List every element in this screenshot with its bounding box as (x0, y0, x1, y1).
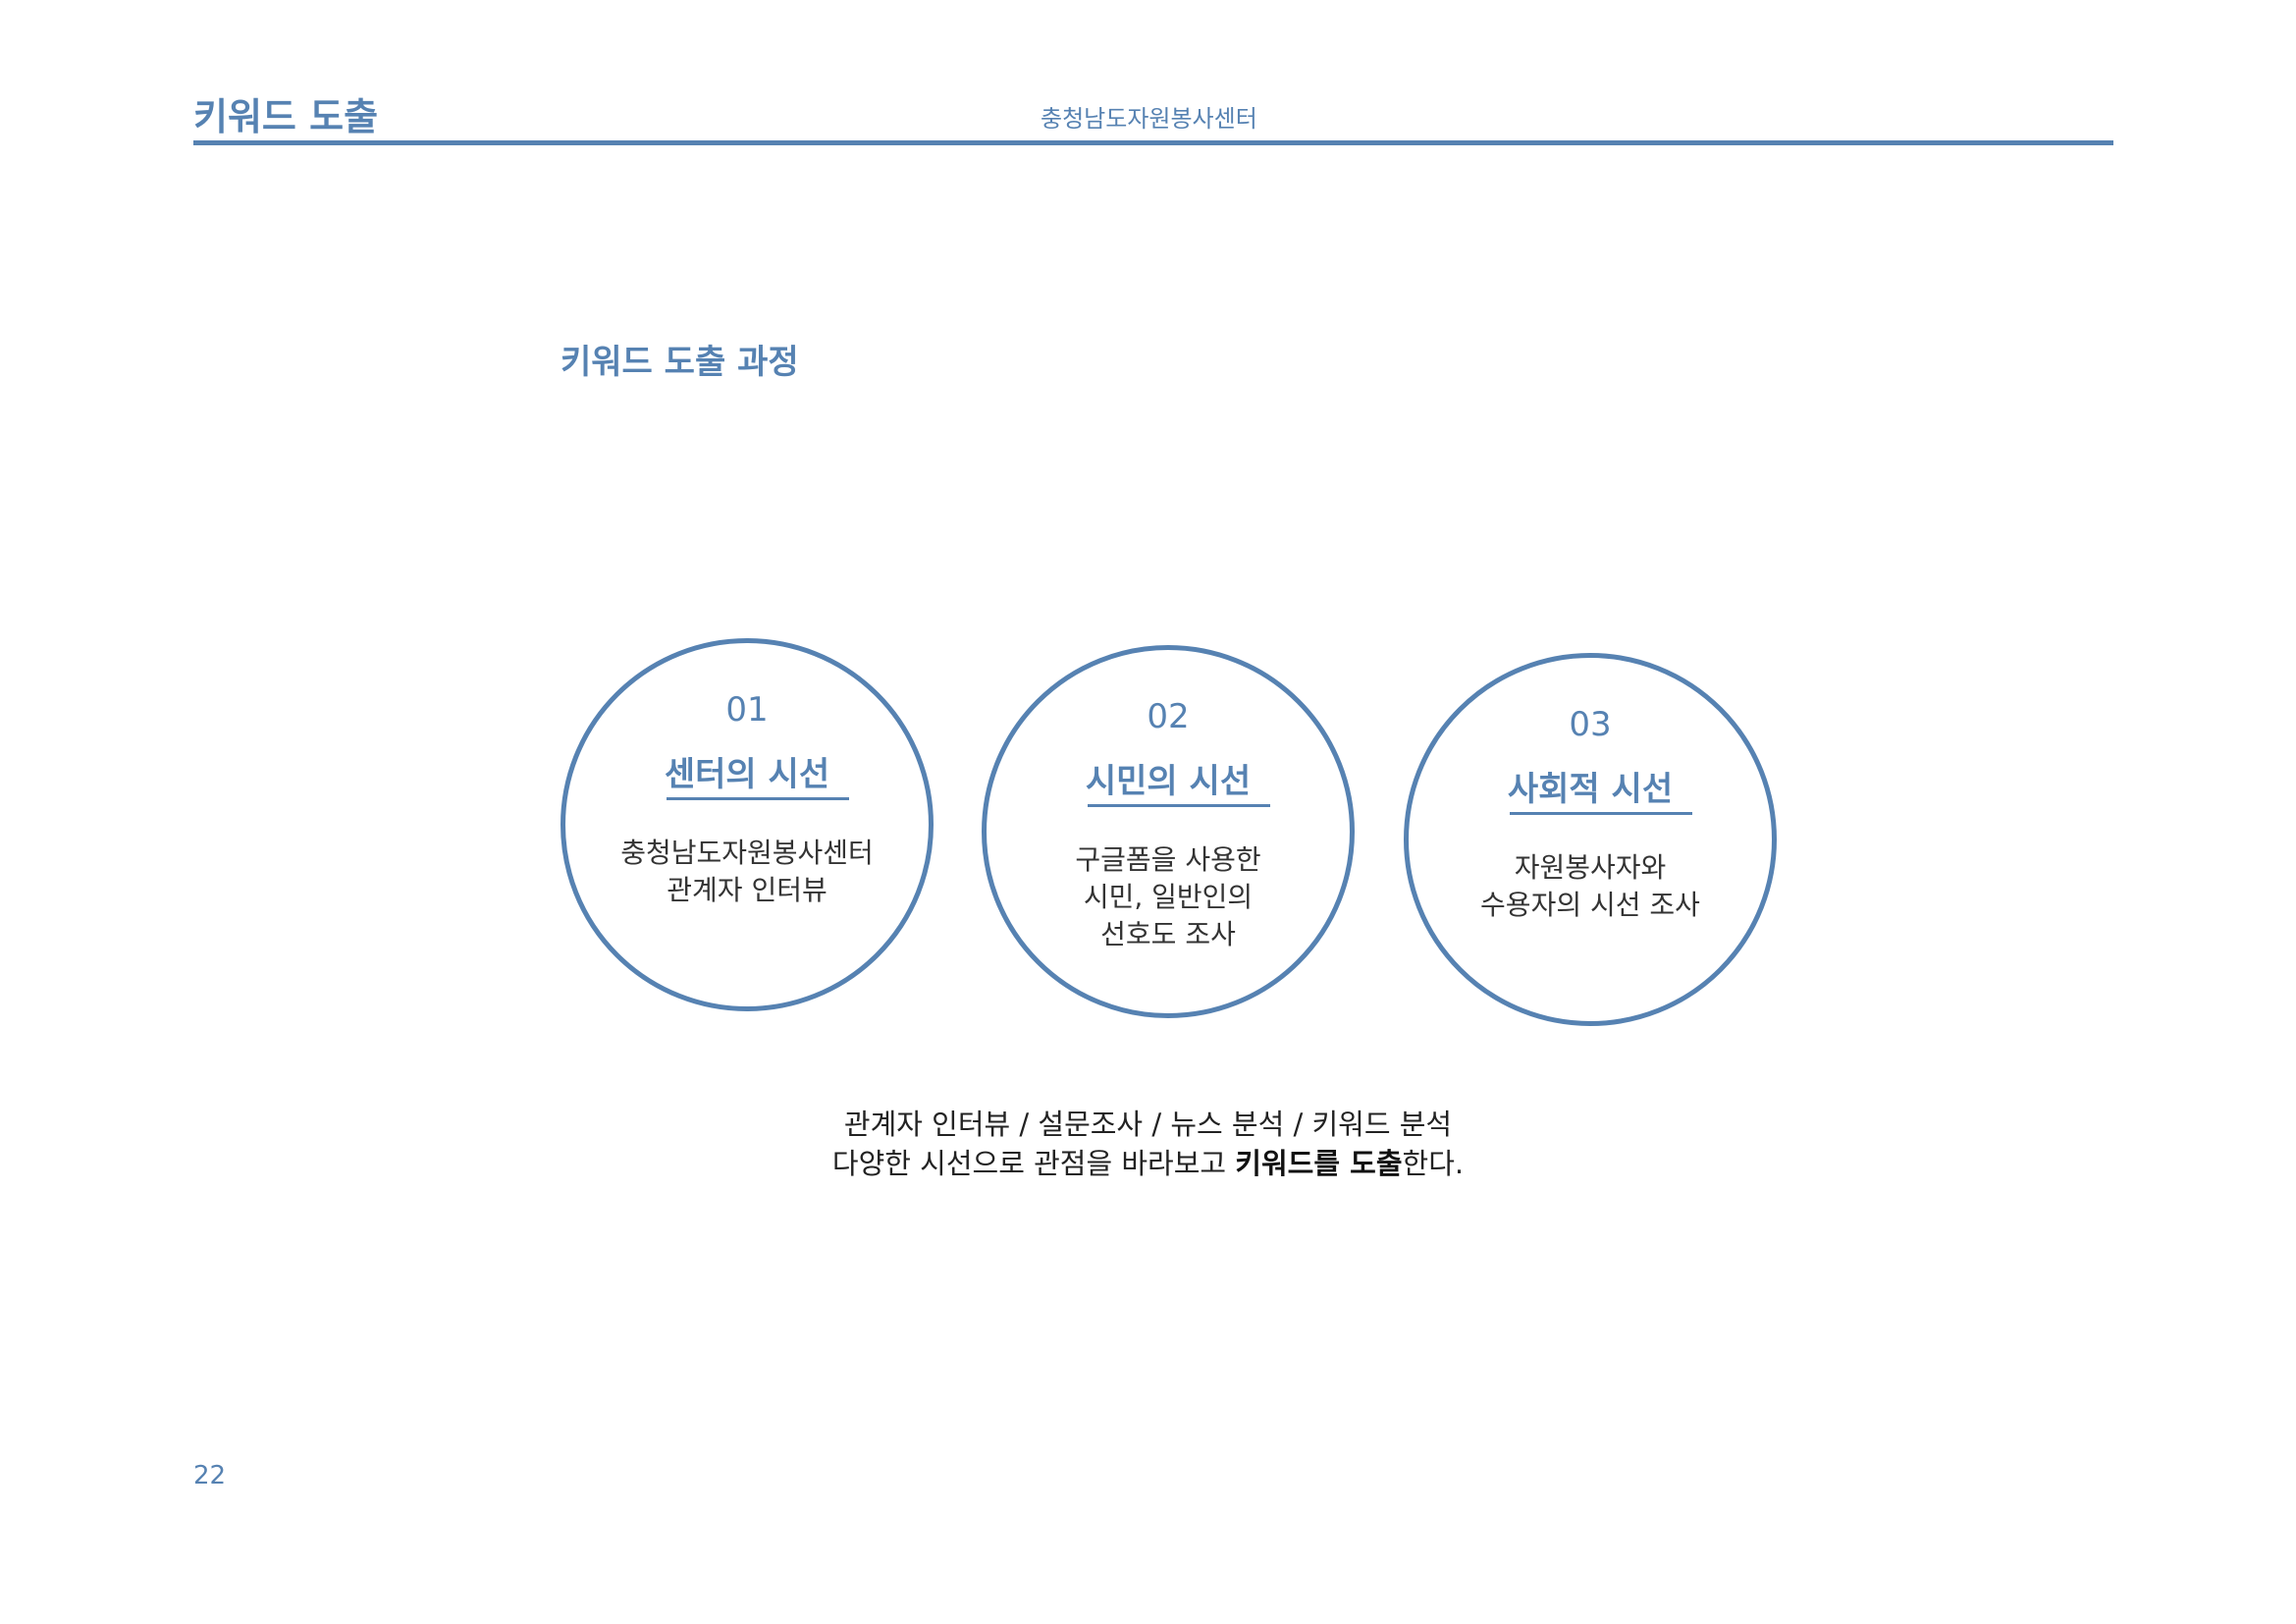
circle-citizen-view: 02 시민의 시선 구글폼을 사용한 시민, 일반인의 선호도 조사 (982, 645, 1355, 1018)
circle-center-view: 01 센터의 시선 충청남도자원봉사센터 관계자 인터뷰 (561, 638, 934, 1011)
summary-space (1340, 1147, 1350, 1180)
circle-label: 센터의 시선 (664, 755, 830, 794)
summary-keyword-emphasis: 키워드를 (1235, 1147, 1341, 1180)
circle-label: 사회적 시선 (1507, 770, 1674, 809)
circle-number: 03 (1569, 705, 1612, 744)
circle-description: 구글폼을 사용한 시민, 일반인의 선호도 조사 (987, 841, 1350, 953)
circle-label-underline (1510, 812, 1692, 815)
circle-number: 02 (1147, 697, 1190, 736)
summary-text-prefix: 다양한 시선으로 관점을 바라보고 (831, 1147, 1236, 1180)
header-divider (193, 140, 2113, 145)
circle-label-underline (1088, 804, 1270, 807)
summary-text-suffix: 한다. (1402, 1147, 1465, 1180)
section-title: 키워드 도출 과정 (561, 343, 799, 382)
summary-derive-emphasis: 도출 (1350, 1147, 1403, 1180)
summary-line-methods: 관계자 인터뷰 / 설문조사 / 뉴스 분석 / 키워드 분석 (843, 1108, 1453, 1141)
circle-description-line: 선호도 조사 (1100, 918, 1236, 950)
page-number: 22 (193, 1461, 227, 1490)
circle-social-view: 03 사회적 시선 자원봉사자와 수용자의 시선 조사 (1404, 653, 1777, 1026)
circle-label: 시민의 시선 (1085, 762, 1252, 801)
circle-description-line: 관계자 인터뷰 (667, 874, 828, 906)
circle-label-underline (667, 797, 849, 800)
organization-name: 충청남도자원봉사센터 (1041, 105, 1257, 133)
circle-description-line: 시민, 일반인의 (1083, 881, 1254, 913)
circle-description-line: 수용자의 시선 조사 (1480, 889, 1700, 921)
circle-description: 자원봉사자와 수용자의 시선 조사 (1409, 849, 1772, 924)
circle-description: 충청남도자원봉사센터 관계자 인터뷰 (565, 835, 929, 909)
circle-description-line: 자원봉사자와 (1514, 851, 1667, 884)
circle-number: 01 (725, 690, 769, 730)
page-title: 키워드 도출 (193, 95, 379, 138)
summary-text: 관계자 인터뷰 / 설문조사 / 뉴스 분석 / 키워드 분석 다양한 시선으로… (0, 1105, 2296, 1183)
summary-line-conclusion: 다양한 시선으로 관점을 바라보고 키워드를 도출한다. (0, 1144, 2296, 1183)
circle-description-line: 구글폼을 사용한 (1075, 843, 1261, 876)
circle-description-line: 충청남도자원봉사센터 (620, 837, 874, 869)
